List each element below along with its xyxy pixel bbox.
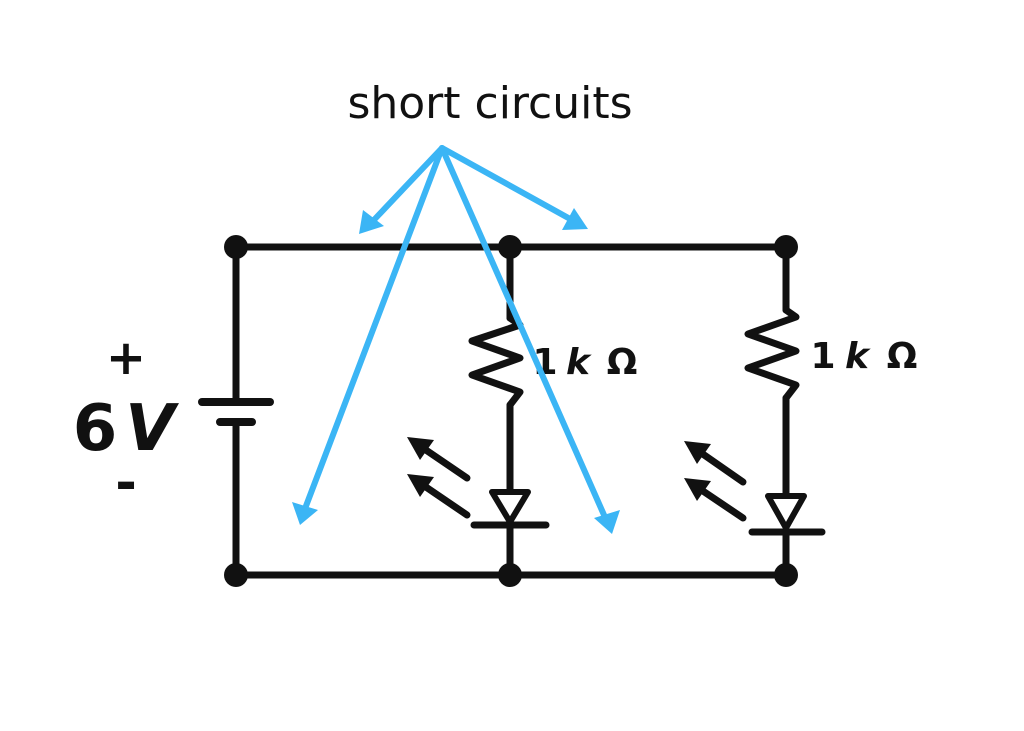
led-right-triangle <box>765 493 807 531</box>
node-top-left <box>224 235 248 259</box>
arrow-to-top-right-wire-head <box>562 208 588 230</box>
resistor-right-zigzag <box>744 306 800 402</box>
junction-nodes <box>224 235 798 587</box>
battery <box>198 398 274 426</box>
battery-voltage-unit: V <box>125 392 179 466</box>
resistor-right-unit: Ω <box>887 336 918 377</box>
led-middle <box>407 437 550 529</box>
arrow-to-top-right-wire <box>439 145 575 223</box>
short-circuit-arrows <box>292 145 620 534</box>
led-right <box>684 441 826 536</box>
resistor-left-prefix: k <box>566 342 592 383</box>
arrow-to-top-left-wire <box>369 145 445 225</box>
node-top-right <box>774 235 798 259</box>
arrow-to-top-left-wire-head <box>359 210 384 234</box>
resistor-right-prefix: k <box>845 336 871 377</box>
led-middle-ray-2-head <box>407 474 434 497</box>
resistor-left-unit: Ω <box>607 342 638 383</box>
led-middle-ray-1-head <box>407 437 434 460</box>
led-middle-ray-2 <box>416 479 471 519</box>
led-right-ray-2-head <box>684 478 711 501</box>
arrow-to-middle-loop <box>439 145 607 518</box>
led-middle-triangle <box>489 489 531 525</box>
led-right-ray-1-head <box>684 441 711 464</box>
led-right-ray-2 <box>693 483 747 522</box>
arrow-to-left-loop <box>303 145 445 509</box>
led-right-ray-1 <box>693 446 747 486</box>
node-bottom-right <box>774 563 798 587</box>
arrow-to-left-loop-head <box>292 502 318 525</box>
battery-minus-sign: - <box>115 453 137 513</box>
arrow-to-middle-loop-head <box>594 510 620 534</box>
battery-voltage-value: 6 <box>73 392 118 466</box>
node-bottom-left <box>224 563 248 587</box>
node-top-middle <box>498 235 522 259</box>
resistor-left-zigzag <box>468 314 524 409</box>
annotation-label: short circuits <box>347 78 632 129</box>
led-middle-ray-1 <box>416 442 471 482</box>
node-bottom-middle <box>498 563 522 587</box>
resistor-right-value: 1 <box>810 336 835 377</box>
battery-plus-sign: + <box>106 330 146 386</box>
